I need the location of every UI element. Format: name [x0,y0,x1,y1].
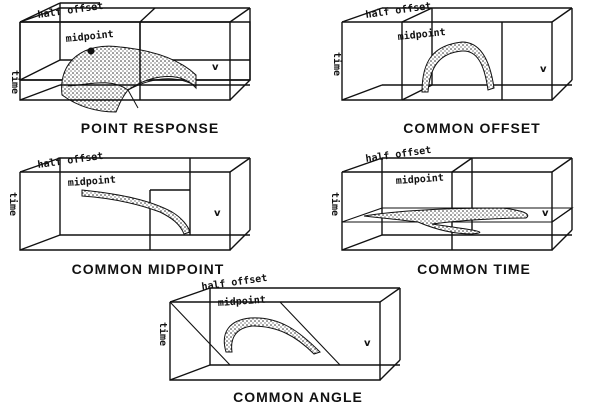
box-frame [341,7,573,101]
midpoint-label: midpoint [67,174,116,189]
panel-caption: COMMON MIDPOINT [72,261,225,277]
velocity-label: v [212,62,219,73]
panel-caption: COMMON TIME [417,261,531,277]
box-frame [341,157,573,251]
panel-common-offset: half offset midpoint time v COMMON OFFSE… [331,1,573,136]
common-angle-section [223,317,321,355]
panel-common-time: half offset midpoint time v COMMON TIME [329,145,574,277]
time-label: time [331,52,343,76]
half-offset-label: half offset [365,145,432,165]
half-offset-label: half offset [37,151,104,171]
midpoint-label: midpoint [395,172,444,187]
panel-point-response: half offset midpoint time v POINT RESPON… [9,1,251,136]
point-response-surface [61,45,197,113]
common-midpoint-section [81,189,191,235]
panel-caption: COMMON OFFSET [403,120,540,136]
angle-slice-plane [169,301,341,366]
box-front [19,7,251,101]
velocity-label: v [542,208,549,219]
point-scatterer [87,47,95,55]
time-label: time [9,70,21,94]
half-offset-label: half offset [37,1,104,21]
time-label: time [7,192,19,216]
time-label: time [329,192,341,216]
midpoint-label: midpoint [65,28,114,45]
time-label: time [157,322,169,346]
panel-caption: COMMON ANGLE [233,389,363,405]
midpoint-label: midpoint [397,26,446,43]
common-time-section [363,207,529,235]
velocity-label: v [540,64,547,75]
common-offset-section [421,41,495,93]
half-offset-label: half offset [365,1,432,21]
midpoint-label: midpoint [217,294,266,309]
box-frame [19,157,251,251]
panel-common-angle: half offset midpoint time v COMMON ANGLE [157,273,401,405]
velocity-label: v [364,338,371,349]
velocity-label: v [214,208,221,219]
panel-caption: POINT RESPONSE [81,120,219,136]
panel-common-midpoint: half offset midpoint time v COMMON MIDPO… [7,151,251,277]
